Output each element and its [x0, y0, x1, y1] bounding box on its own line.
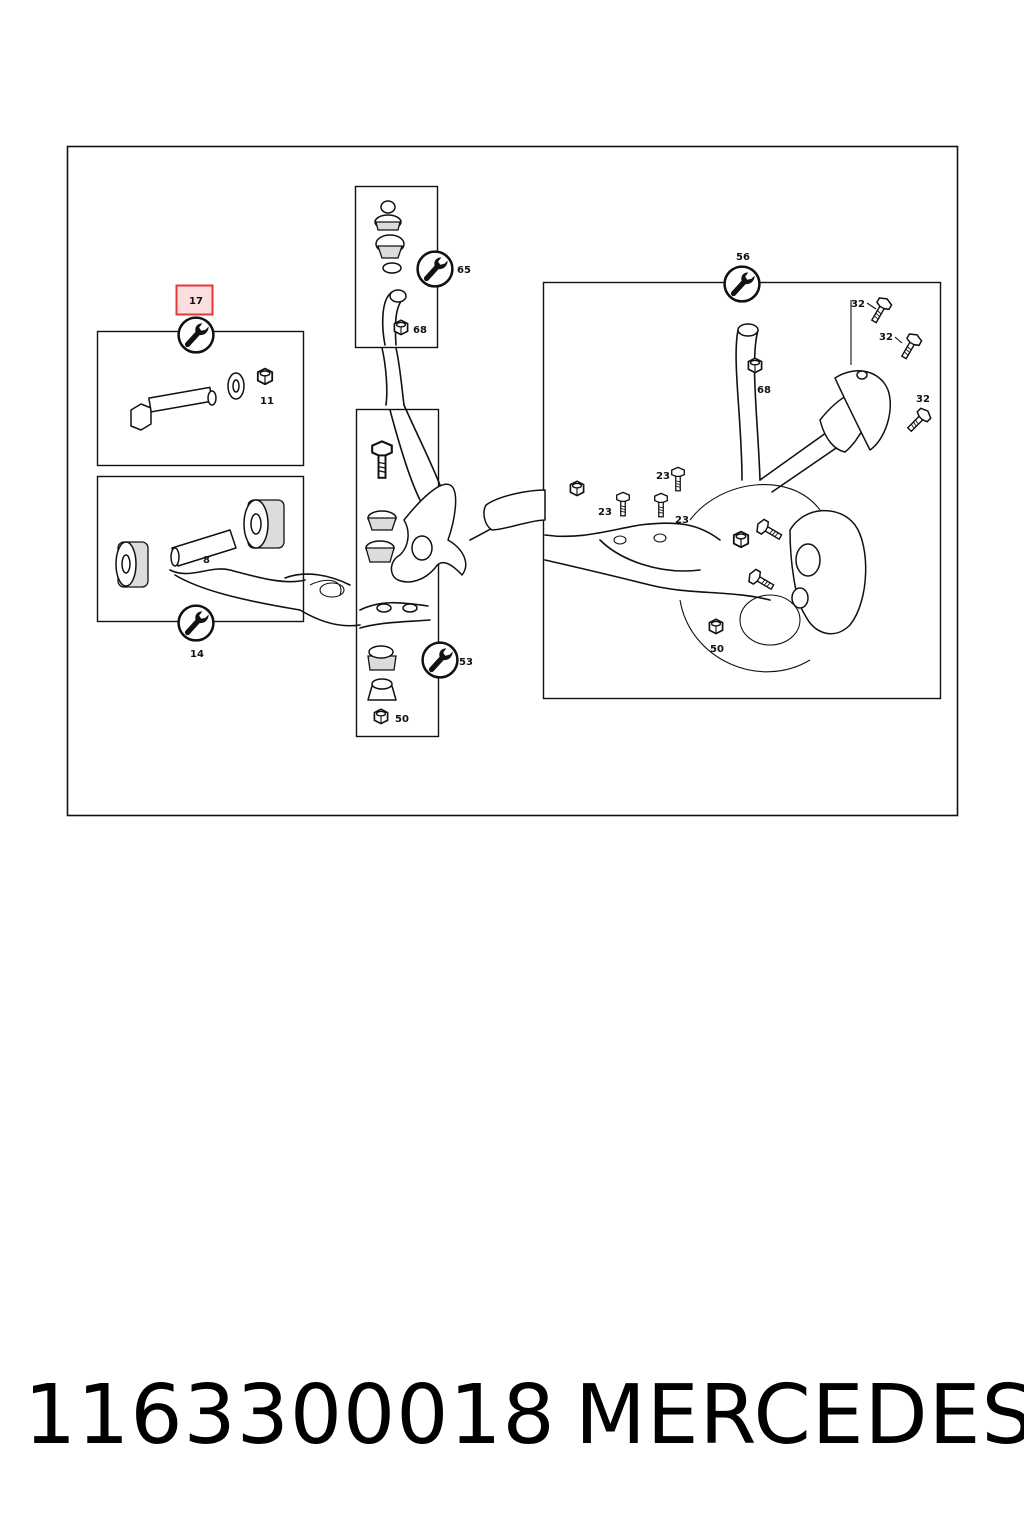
callout-53: 53: [459, 657, 473, 668]
part-number: 1163300018: [24, 1368, 556, 1463]
wrench-icon: [418, 252, 453, 287]
callout-23-a: 23: [656, 471, 670, 482]
callout-50-center: 50: [395, 714, 409, 725]
callout-32-b: 32: [879, 332, 893, 343]
callout-17: 17: [189, 296, 203, 307]
wrench-icon: [179, 318, 214, 353]
callout-23-b: 23: [598, 507, 612, 518]
exploded-parts-diagram: 17 11 8 14 65 68 53 50 56 68 32 32 32 23…: [66, 145, 959, 817]
callout-8: 8: [203, 555, 210, 566]
callout-32-a: 32: [851, 299, 865, 310]
callout-56: 56: [736, 252, 750, 263]
highlight-box: [175, 284, 214, 316]
upper-mount-box: [354, 185, 439, 349]
callout-32-c: 32: [916, 394, 930, 405]
diagram-frame: [66, 145, 959, 817]
footer: 1163300018 MERCEDES: [0, 1368, 1024, 1468]
lower-mount-box: [355, 408, 440, 738]
wrench-icon: [725, 267, 760, 302]
callout-23-c: 23: [675, 515, 689, 526]
brand-name: MERCEDES: [575, 1368, 1024, 1463]
bolt-kit-box: [96, 330, 305, 467]
callout-68-upper: 68: [413, 325, 427, 336]
wrench-icon: [423, 643, 458, 678]
bushing-box: [96, 475, 306, 623]
callout-68-right: 68: [757, 385, 771, 396]
callout-14: 14: [190, 649, 204, 660]
axle-assembly-box: [542, 281, 942, 700]
callout-11: 11: [260, 396, 274, 407]
callout-50-right: 50: [710, 644, 724, 655]
callout-65: 65: [457, 265, 471, 276]
wrench-icon: [179, 606, 214, 641]
